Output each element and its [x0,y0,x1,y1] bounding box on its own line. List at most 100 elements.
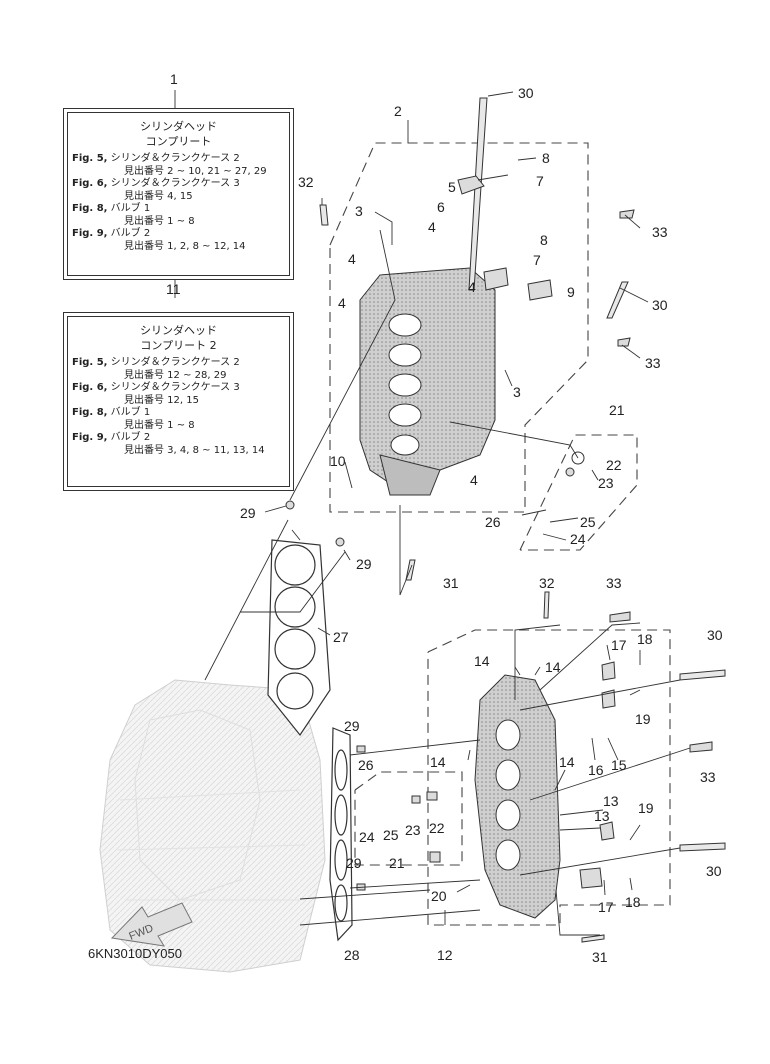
info-box-complete-1: シリンダヘッド コンプリート Fig. 5, シリンダ＆クランクケース 2 見出… [63,108,294,280]
callout: 14 [545,659,561,675]
callout: 18 [625,894,641,910]
leader-lines [174,90,691,936]
callout: 3 [355,203,363,219]
group-boundaries [329,142,671,926]
fig-desc: バルブ 2 [110,228,151,239]
callout: 14 [559,754,575,770]
box-title-line: コンプリート 2 [140,339,217,352]
callout: 17 [598,899,614,915]
callout: 27 [333,629,349,645]
callout: 7 [533,252,541,268]
callout: 6 [437,199,445,215]
fig-desc: シリンダ＆クランクケース 3 [110,382,240,393]
callout: 4 [348,251,356,267]
fig-ref: Fig. 9, [72,228,108,239]
index-refs: 見出番号 2 ~ 10, 21 ~ 27, 29 [124,165,267,177]
box-title-line: シリンダヘッド [140,120,217,133]
callout: 3 [513,384,521,400]
callout: 30 [518,85,534,101]
callout: 2 [394,103,402,119]
callout: 28 [344,947,360,963]
fig-ref: Fig. 8, [72,203,108,214]
diagram-reference-code: 6KN3010DY050 [88,946,182,961]
fig-desc: シリンダ＆クランクケース 3 [110,178,240,189]
callout: 25 [383,827,399,843]
box-callout: 1 [170,71,178,87]
gasket-27 [267,539,331,737]
index-refs: 見出番号 1, 2, 8 ~ 12, 14 [124,240,246,252]
box-callout: 11 [166,281,181,297]
callout: 4 [470,472,478,488]
callout: 15 [611,757,627,773]
callout: 31 [443,575,459,591]
fig-desc: シリンダ＆クランクケース 2 [110,357,240,368]
callout: 17 [611,637,627,653]
callout: 32 [539,575,555,591]
fig-desc: シリンダ＆クランクケース 2 [110,153,240,164]
callout: 18 [637,631,653,647]
callout: 29 [346,855,362,871]
info-box-complete-2: シリンダヘッド コンプリート 2 Fig. 5, シリンダ＆クランクケース 2 … [63,312,294,491]
index-refs: 見出番号 3, 4, 8 ~ 11, 13, 14 [124,444,265,456]
callout: 29 [240,505,256,521]
cylinder-head-lower [474,674,561,919]
callout: 33 [700,769,716,785]
callout: 24 [570,531,586,547]
callout: 19 [635,711,651,727]
fig-desc: バルブ 1 [110,203,151,214]
gasket-28 [329,727,353,942]
callout: 23 [405,822,421,838]
callout: 22 [429,820,445,836]
callout: 4 [468,279,476,295]
callout-labels: 30 2 8 7 5 32 3 6 4 4 33 8 4 7 9 4 30 33… [240,85,723,965]
callout: 14 [430,754,446,770]
fig-desc: バルブ 2 [110,432,151,443]
fig-ref: Fig. 5, [72,153,108,164]
callout: 14 [474,653,490,669]
fwd-arrow-icon: FWD [110,902,193,947]
callout: 7 [536,173,544,189]
index-refs: 見出番号 12 ~ 28, 29 [124,369,227,381]
callout: 33 [645,355,661,371]
callout: 31 [592,949,608,965]
callout: 4 [428,219,436,235]
callout: 21 [609,402,625,418]
index-refs: 見出番号 1 ~ 8 [124,419,195,431]
callout: 25 [580,514,596,530]
callout: 22 [606,457,622,473]
crankcase-ghost [99,679,326,973]
fig-desc: バルブ 1 [110,407,151,418]
callout: 30 [706,863,722,879]
callout: 8 [540,232,548,248]
callout: 23 [598,475,614,491]
callout: 8 [542,150,550,166]
callout: 21 [389,855,405,871]
callout: 32 [298,174,314,190]
box-title-line: コンプリート [145,135,212,148]
callout: 13 [594,808,610,824]
index-refs: 見出番号 4, 15 [124,190,193,202]
callout: 20 [431,888,447,904]
callout: 33 [652,224,668,240]
fig-ref: Fig. 6, [72,178,108,189]
callout: 5 [448,179,456,195]
callout: 16 [588,762,604,778]
fig-ref: Fig. 9, [72,432,108,443]
callout: 24 [359,829,375,845]
callout: 26 [358,757,374,773]
small-parts [285,175,713,891]
callout: 30 [707,627,723,643]
fig-ref: Fig. 5, [72,357,108,368]
callout: 12 [437,947,453,963]
callout: 13 [603,793,619,809]
callout: 30 [652,297,668,313]
callout: 4 [338,295,346,311]
callout: 33 [606,575,622,591]
callout: 29 [356,556,372,572]
callout: 26 [485,514,501,530]
cylinder-head-upper [359,267,496,496]
callout: 29 [344,718,360,734]
index-refs: 見出番号 12, 15 [124,394,199,406]
fig-ref: Fig. 6, [72,382,108,393]
